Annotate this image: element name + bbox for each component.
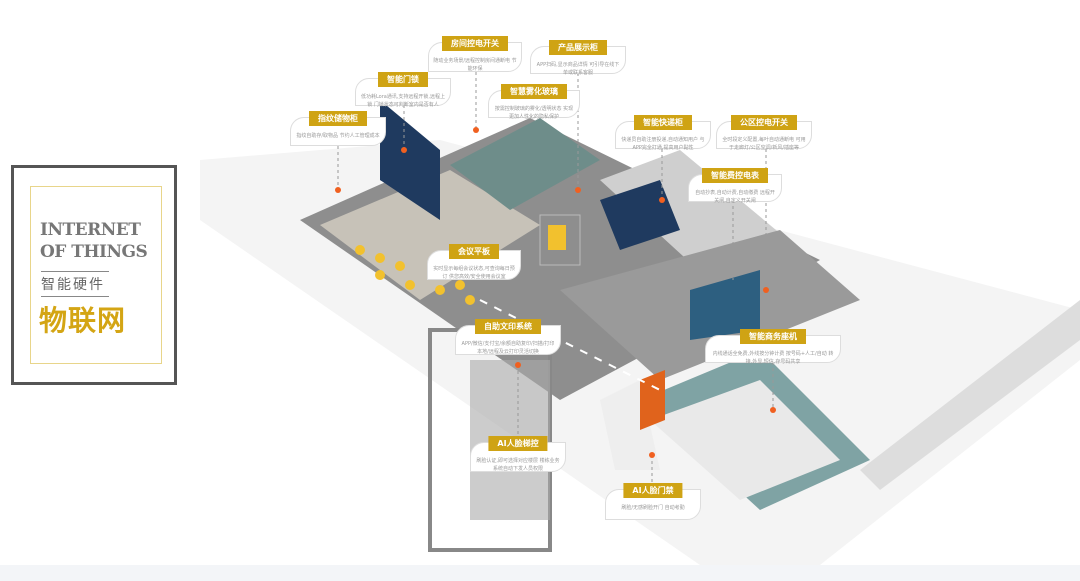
iot-title-panel: INTERNET OF THINGS 智能硬件 物联网 xyxy=(11,165,177,385)
callout-desc: 低功耗Lora通讯,支持远程开锁,远程上锁 门锁状态可判断室内是否有人 xyxy=(360,94,446,108)
callout-public-power-switch: 公区控电开关全时段定义配置,每叶自动通断电 可用于走廊灯/公区空调/新风/插座等 xyxy=(716,115,812,151)
callout-smart-meter: 智能费控电表自动抄表,自动计费,自动缴费 远程开关闸,自定义开关闸 xyxy=(688,168,782,204)
callout-meeting-tablet: 会议平板实时显示每组会议状态,可查询每日预订 供您高效/安全使用会议室 xyxy=(427,244,521,280)
callout-desc: 实时显示每组会议状态,可查询每日预订 供您高效/安全使用会议室 xyxy=(433,266,515,280)
display-screen xyxy=(690,270,760,340)
callout-title: 公区控电开关 xyxy=(731,115,797,130)
callout-title: AI人脸门禁 xyxy=(623,483,683,498)
yellow-chairs xyxy=(355,245,475,305)
bottom-strip xyxy=(0,565,1080,581)
callout-room-power-switch: 房间控电开关随动业务场景/远程控制房间通断电 节能环保 xyxy=(428,36,522,72)
callout-desc: 内线通话全免费,外线按分钟计费 按号码+人工/自动 转接,外显,短信,存号码共享 xyxy=(712,351,834,365)
callout-title: 智慧雾化玻璃 xyxy=(501,84,567,99)
callout-title: 会议平板 xyxy=(449,244,499,259)
face-gate xyxy=(640,370,665,430)
panel-cn-subtitle: 智能硬件 xyxy=(41,271,109,297)
callout-product-cabinet: 产品展示柜 APP扫码,显示商品详情 可引导在线下单或联系客服 xyxy=(530,40,626,76)
callout-desc: APP/微信/支付宝/余额自助复印/扫描/打印 本地/远程及云打印灵活切换 xyxy=(461,341,555,355)
callout-desc: 随动业务场景/远程控制房间通断电 节能环保 xyxy=(433,58,517,72)
callout-title: 智能费控电表 xyxy=(702,168,768,183)
callout-title: 自助文印系统 xyxy=(475,319,541,334)
callout-title: 指纹储物柜 xyxy=(309,111,367,126)
callout-fingerprint-locker: 指纹储物柜指纹自助存/取物品 节约人工管理成本 xyxy=(290,111,386,146)
display-rack xyxy=(539,214,581,266)
callout-title: 产品展示柜 xyxy=(549,40,607,55)
callout-business-phone: 智能商务座机内线通话全免费,外线按分钟计费 按号码+人工/自动 转接,外显,短信… xyxy=(705,329,841,365)
callout-title: 智能快递柜 xyxy=(634,115,692,130)
callout-desc: 快递员自助注册投递,自动通知用户 与APP完全打通,提高用户黏性 xyxy=(621,137,705,151)
callout-desc: 刷脸认证,即可选择对应楼层 楼栋业务系统自动下发人员权限 xyxy=(476,458,560,472)
callout-desc: APP扫码,显示商品详情 可引导在线下单或联系客服 xyxy=(536,62,620,76)
panel-cn-title: 物联网 xyxy=(39,304,127,337)
callout-desc: 按需控制玻璃的雾化/透明状态 实现更加人性化的隐私保护 xyxy=(494,106,574,120)
callout-desc: 自动抄表,自动计费,自动缴费 远程开关闸,自定义开关闸 xyxy=(695,190,775,204)
callout-desc: 全时段定义配置,每叶自动通断电 可用于走廊灯/公区空调/新风/插座等 xyxy=(722,137,806,151)
meeting-room xyxy=(450,118,600,210)
callout-smart-lock: 智能门锁低功耗Lora通讯,支持远程开锁,远程上锁 门锁状态可判断室内是否有人 xyxy=(355,72,451,108)
cafe-area xyxy=(320,170,540,300)
office-wall xyxy=(380,100,440,220)
callout-smart-glass: 智慧雾化玻璃按需控制玻璃的雾化/透明状态 实现更加人性化的隐私保护 xyxy=(488,84,580,120)
callout-self-print: 自助文印系统 APP/微信/支付宝/余额自助复印/扫描/打印 本地/远程及云打印灵… xyxy=(455,319,561,355)
callout-title: 智能商务座机 xyxy=(740,329,806,344)
callout-face-access: AI人脸门禁刷脸/无感刷脸开门 自动考勤 xyxy=(605,483,701,520)
callout-title: AI人脸梯控 xyxy=(488,436,548,451)
panel-en-title: INTERNET OF THINGS xyxy=(40,220,148,262)
callout-express-locker: 智能快递柜快递员自助注册投递,自动通知用户 与APP完全打通,提高用户黏性 xyxy=(615,115,711,151)
callout-desc: 指纹自助存/取物品 节约人工管理成本 xyxy=(296,133,380,139)
callout-title: 房间控电开关 xyxy=(442,36,508,51)
callout-desc: 刷脸/无感刷脸开门 自动考勤 xyxy=(621,505,685,511)
callout-title: 智能门锁 xyxy=(378,72,428,87)
callout-face-elevator: AI人脸梯控刷脸认证,即可选择对应楼层 楼栋业务系统自动下发人员权限 xyxy=(470,436,566,472)
